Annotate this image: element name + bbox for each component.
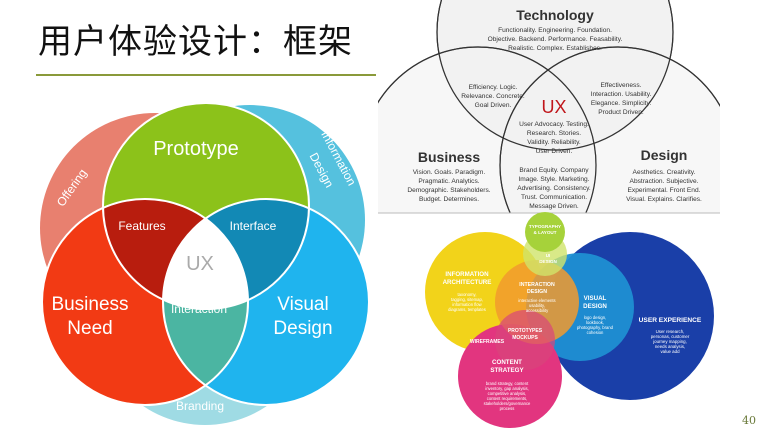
technology-title: Technology xyxy=(516,7,594,23)
interaction-label: Interaction xyxy=(171,302,227,316)
visual-design-title: DESIGN xyxy=(583,303,607,310)
ia-line: information flow xyxy=(452,302,482,307)
user-experience-line: value add xyxy=(660,349,680,354)
ux-framework-venn: Prototype Offering Information Design Fe… xyxy=(40,102,370,425)
design-line: Visual. Explains. Clarifies. xyxy=(626,196,702,203)
design-line: Experimental. Front End. xyxy=(628,187,701,194)
interaction-design-line: usability, xyxy=(529,303,545,308)
branding-label: Branding xyxy=(176,399,224,413)
prototype-label: Prototype xyxy=(153,138,239,160)
business-line: Vision. Goals. Paradigm. xyxy=(413,169,486,176)
interaction-design-title: INTERACTION xyxy=(519,282,555,288)
design-title: Design xyxy=(641,147,688,163)
visual-design-line: lookbook, xyxy=(586,320,604,325)
ia-line: tagging, sitemap, xyxy=(451,297,483,302)
tech-design-line: Product Driven. xyxy=(598,109,644,116)
content-strategy-title: STRATEGY xyxy=(490,367,524,374)
business-line: Budget. Determines. xyxy=(419,196,479,203)
business-design-line: Image. Style. Marketing. xyxy=(518,176,589,183)
business-need-label-2: Need xyxy=(67,318,112,339)
tech-business-line: Relevance. Concrete. xyxy=(461,93,525,100)
page-number: 40 xyxy=(742,414,756,427)
wireframes-label: WIREFRAMES xyxy=(470,339,505,345)
business-design-line: Brand Equity. Company xyxy=(519,167,589,174)
technology-line: Realistic. Complex. Establishes. xyxy=(508,45,602,52)
visual-design-line: cohesion xyxy=(587,330,604,335)
user-experience-line: User research, xyxy=(656,329,685,334)
content-strategy-line: content requirements, xyxy=(487,396,528,401)
ia-line: taxonomy, xyxy=(457,292,476,297)
content-strategy-line: inventory, gap analysis, xyxy=(485,386,528,391)
ux-line: Validity. Reliability. xyxy=(527,139,581,146)
features-label: Features xyxy=(118,219,165,233)
tech-business-line: Efficiency. Logic. xyxy=(469,84,518,91)
business-line: Pragmatic. Analytics. xyxy=(418,178,479,185)
tech-design-line: Interaction. Usability. xyxy=(591,91,652,98)
ux-disciplines-diagram: TYPOGRAPHY & LAYOUT UI DESIGN INFORMATIO… xyxy=(425,212,714,428)
tech-business-line: Goal Driven. xyxy=(475,102,512,109)
prototypes-label: PROTOTYPES xyxy=(508,328,543,334)
business-design-line: Trust. Communication. xyxy=(521,194,587,201)
visual-design-label-1: Visual xyxy=(277,294,328,315)
ux-line: User Driven. xyxy=(536,148,573,155)
visual-design-title: VISUAL xyxy=(584,295,607,302)
visual-design-label-2: Design xyxy=(273,318,332,339)
design-line: Abstraction. Subjective. xyxy=(630,178,699,185)
business-line: Demographic. Stakeholders. xyxy=(407,187,490,194)
title-underline xyxy=(36,74,376,76)
typography-label: TYPOGRAPHY xyxy=(529,224,561,229)
ux-line: Research. Stories. xyxy=(527,130,581,137)
user-experience-line: needs analysis, xyxy=(655,344,685,349)
content-strategy-line: stakeholders/governance xyxy=(484,401,531,406)
ux-center-label: UX xyxy=(186,253,214,275)
content-strategy-line: process xyxy=(500,406,515,411)
visual-design-line: logo design, xyxy=(584,315,607,320)
tech-design-line: Effectiveness. xyxy=(601,82,642,89)
interaction-design-line: accessibility xyxy=(526,308,549,313)
interface-label: Interface xyxy=(230,219,277,233)
user-experience-line: personas, customer xyxy=(651,334,690,339)
content-strategy-title: CONTENT xyxy=(492,359,522,366)
slide-title: 用户体验设计：框架 xyxy=(38,22,353,62)
ui-design-label: DESIGN xyxy=(539,259,557,264)
business-design-line: Advertising. Consistency. xyxy=(517,185,591,192)
ui-design-label: UI xyxy=(546,253,551,258)
typography-circle xyxy=(525,212,565,252)
typography-label: & LAYOUT xyxy=(533,230,556,235)
ia-title: INFORMATION xyxy=(445,271,489,278)
technology-line: Functionality. Engineering. Foundation. xyxy=(498,27,612,34)
design-line: Aesthetics. Creativity. xyxy=(633,169,696,176)
interaction-design-title: DESIGN xyxy=(527,289,547,295)
ux-title: UX xyxy=(541,97,566,117)
content-strategy-line: competitive analysis, xyxy=(488,391,527,396)
tech-design-line: Elegance. Simplicity. xyxy=(591,100,652,107)
ia-title: ARCHITECTURE xyxy=(443,279,492,286)
visual-design-line: photography, brand xyxy=(577,325,614,330)
user-experience-title: USER EXPERIENCE xyxy=(639,317,702,324)
technology-line: Objective. Backend. Performance. Feasabi… xyxy=(488,36,623,43)
ux-line: User Advocacy. Testing. xyxy=(519,121,589,128)
business-design-line: Message Driven. xyxy=(529,203,579,210)
business-need-label-1: Business xyxy=(51,294,128,315)
ia-line: diagrams, templates xyxy=(448,307,486,312)
user-experience-line: journey mapping, xyxy=(652,339,687,344)
prototypes-label: MOCKUPS xyxy=(512,335,538,341)
prototypes-circle xyxy=(495,310,555,370)
interaction-design-line: interactive elements xyxy=(518,298,555,303)
tech-business-design-venn: Technology Functionality. Engineering. F… xyxy=(378,0,720,214)
content-strategy-line: brand strategy, content xyxy=(486,381,529,386)
business-title: Business xyxy=(418,149,480,165)
